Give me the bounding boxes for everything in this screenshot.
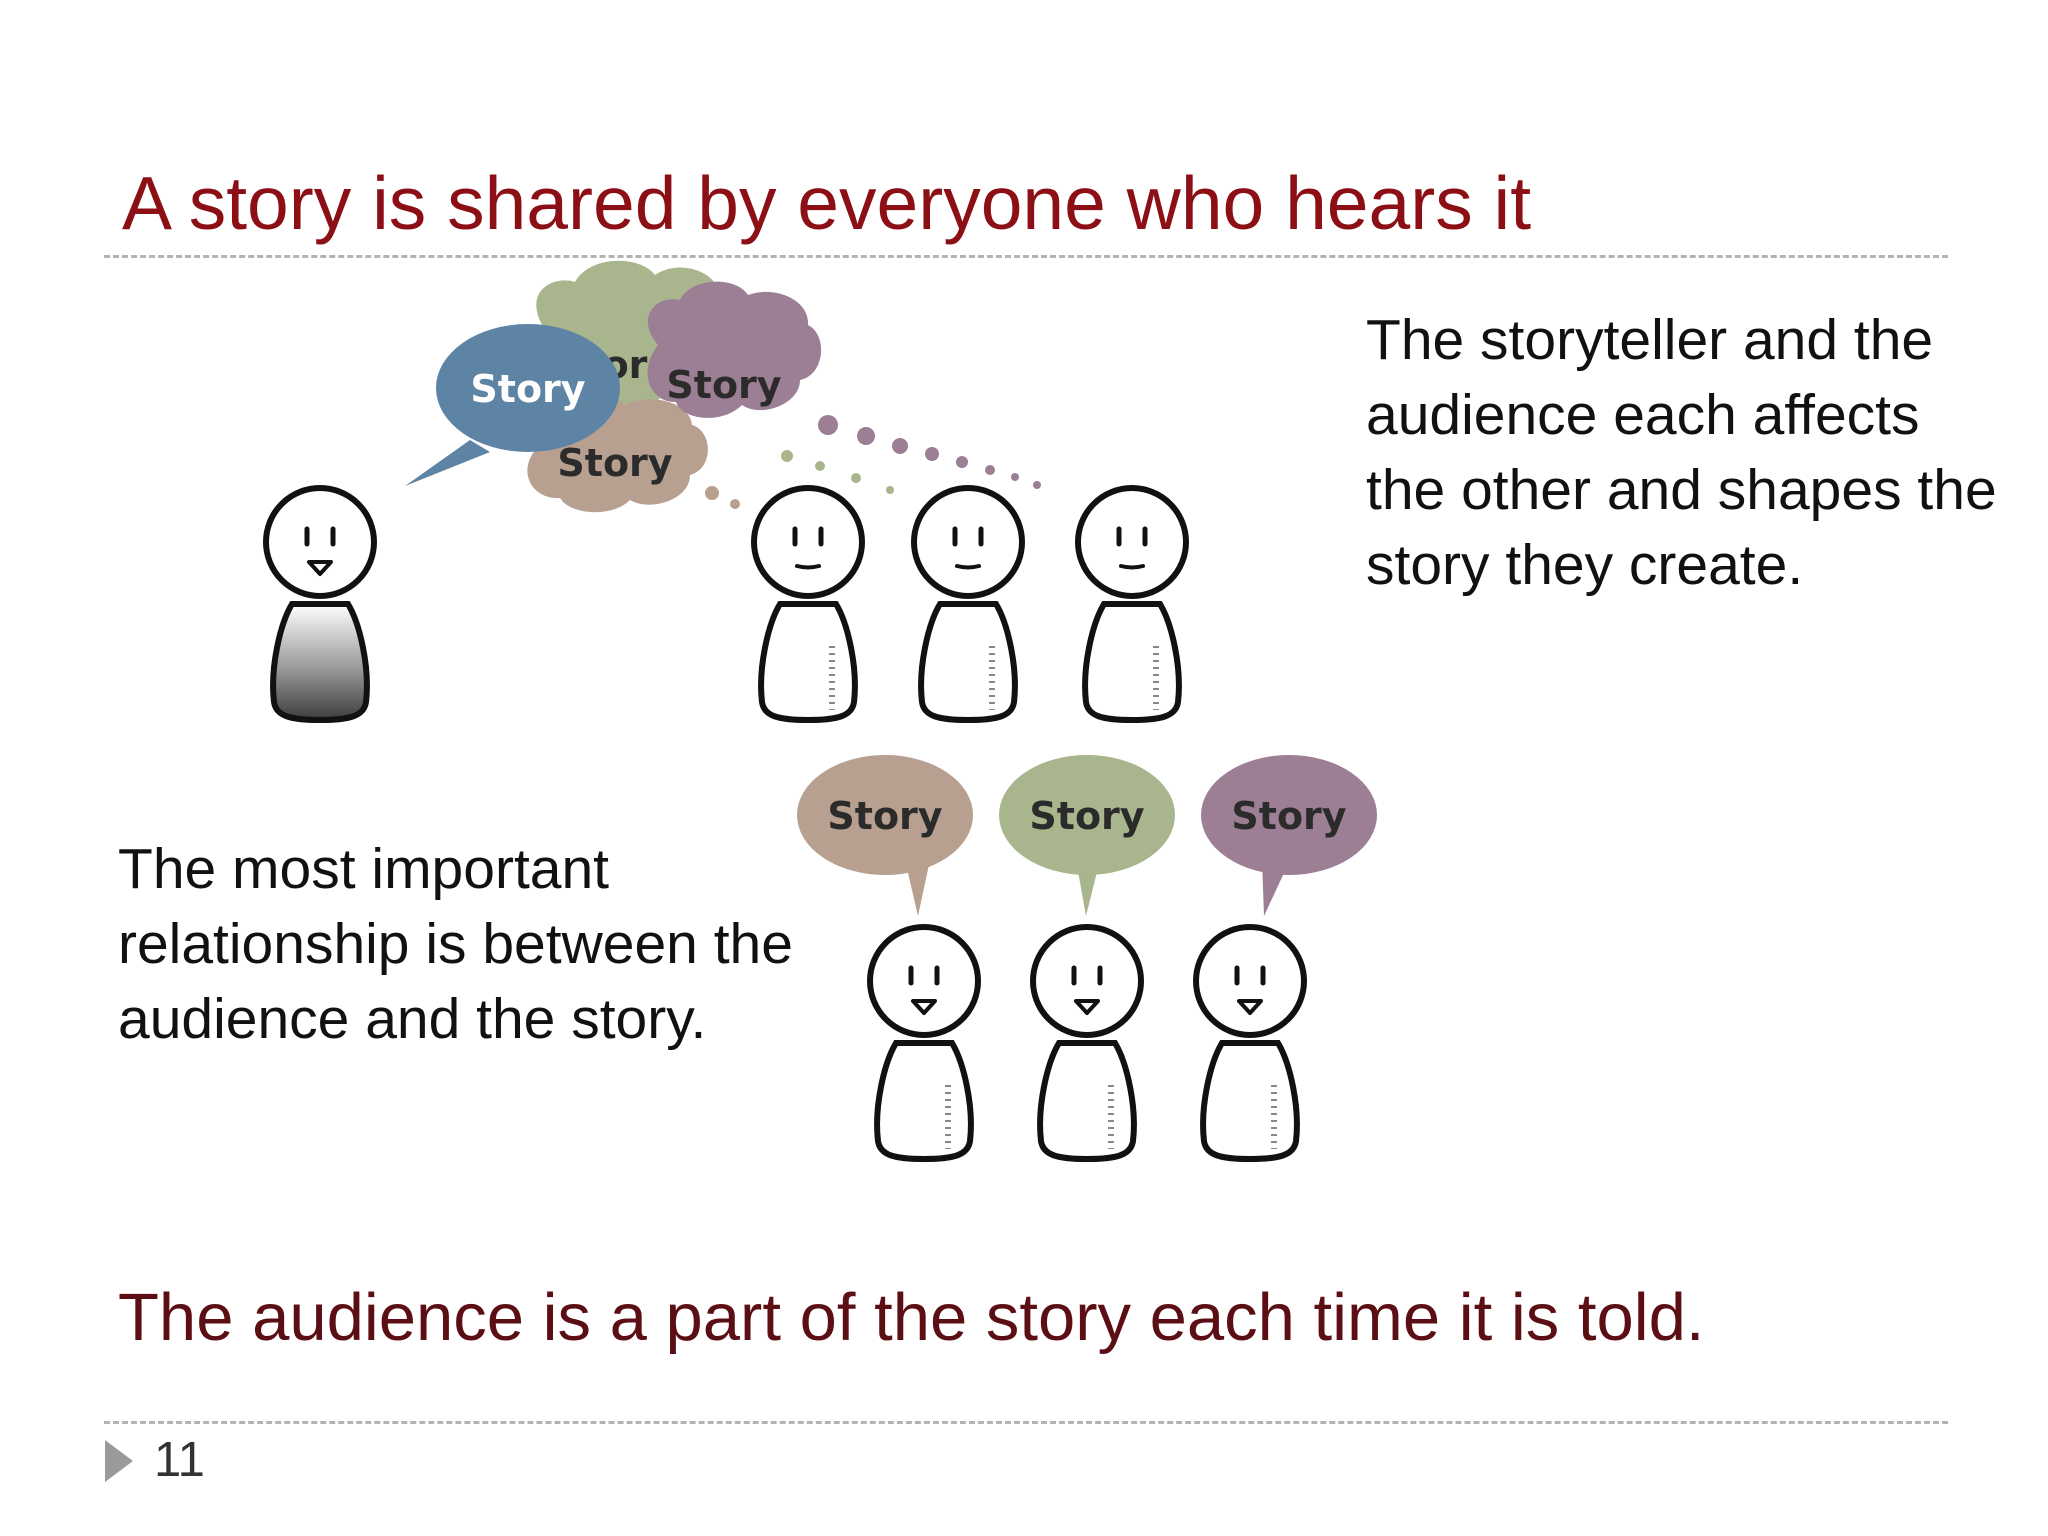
footer-divider <box>104 1421 1948 1424</box>
audience-bubble-tan: Story <box>797 755 973 916</box>
cloud-tan-label: Story <box>557 441 672 485</box>
teller-speech-bubble: Story <box>405 324 620 486</box>
thought-dots-green <box>781 450 894 494</box>
audience-figure-2 <box>1033 927 1141 1159</box>
thought-dots-tan <box>705 486 740 509</box>
cloud-purple-label: Story <box>666 363 781 407</box>
cloud-purple: Story <box>647 281 822 418</box>
listener-figure-3 <box>1078 488 1186 720</box>
relationship-text: The most important relationship is betwe… <box>118 837 793 1051</box>
listener-figure-2 <box>914 488 1022 720</box>
page-number: 11 <box>154 1433 205 1487</box>
audience-figure-1 <box>870 927 978 1159</box>
audience-figure-3 <box>1196 927 1304 1159</box>
audience-bubble-green: Story <box>999 755 1175 916</box>
storyteller-audience-text: The storyteller and the audience each af… <box>1366 308 1997 597</box>
audience-bubble-tan-label: Story <box>827 794 942 838</box>
audience-bubble-green-label: Story <box>1029 794 1144 838</box>
slide-title: A story is shared by everyone who hears … <box>122 161 1532 245</box>
teller-bubble-label: Story <box>470 367 585 411</box>
audience-bubble-purple: Story <box>1201 755 1377 916</box>
listener-figure-1 <box>754 488 862 720</box>
title-divider <box>104 255 1948 258</box>
conclusion-text: The audience is a part of the story each… <box>118 1280 1705 1355</box>
audience-bubble-purple-label: Story <box>1231 794 1346 838</box>
triangle-bullet-icon <box>105 1440 133 1482</box>
thought-dots-purple <box>818 415 1041 489</box>
storyteller-figure <box>263 485 377 724</box>
